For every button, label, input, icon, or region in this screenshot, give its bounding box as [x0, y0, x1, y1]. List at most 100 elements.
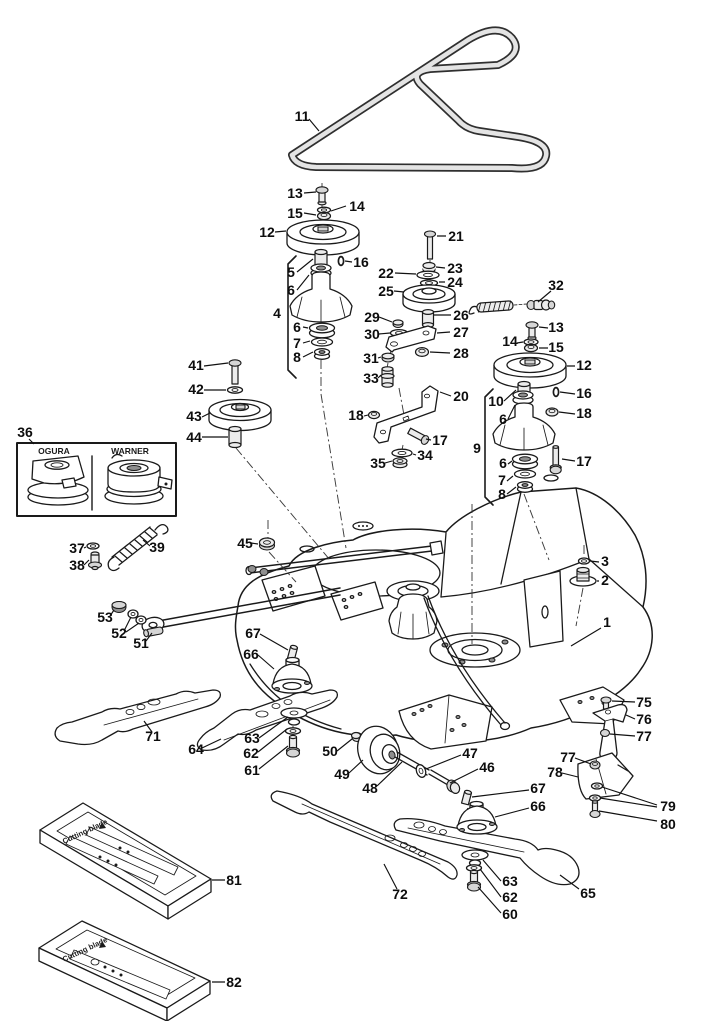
part-label-49: 49: [334, 766, 350, 782]
part-label-4: 4: [273, 305, 281, 321]
part-label-67: 67: [530, 780, 546, 796]
part-71-blade: [54, 689, 221, 746]
part-label-75: 75: [636, 694, 652, 710]
part-label-47: 47: [462, 745, 478, 761]
guard-plate-assembly: [577, 752, 634, 819]
left-blade-fasteners: [280, 707, 308, 758]
warner-brand-label: WARNER: [111, 446, 149, 456]
part-label-14: 14: [349, 198, 365, 214]
part-label-32: 32: [548, 277, 564, 293]
part-label-60: 60: [502, 906, 518, 922]
part-label-13: 13: [548, 319, 564, 335]
part-label-63: 63: [502, 873, 518, 889]
part-32-spring-cable: [468, 299, 556, 315]
part-label-6: 6: [293, 319, 301, 335]
part-label-67: 67: [245, 625, 261, 641]
right-blade-fasteners: [461, 849, 489, 892]
part-label-78: 78: [547, 764, 563, 780]
part-label-61: 61: [244, 762, 260, 778]
part-label-22: 22: [378, 265, 394, 281]
part-label-62: 62: [502, 889, 518, 905]
part-11-drive-belt: [288, 26, 551, 173]
part-label-16: 16: [576, 385, 592, 401]
part-label-27: 27: [453, 324, 469, 340]
part-label-35: 35: [370, 455, 386, 471]
part-label-50: 50: [322, 743, 338, 759]
callout-labels: 11 13 14 15 12 5 16 6 4 6 7 8 21 22 23 2…: [17, 108, 676, 990]
discharge-bracket-assembly: [592, 696, 628, 761]
ogura-clutch: [27, 455, 89, 506]
part-label-64: 64: [188, 741, 204, 757]
part-label-81: 81: [226, 872, 242, 888]
part-label-48: 48: [362, 780, 378, 796]
ogura-brand-label: OGURA: [38, 446, 70, 456]
callout-leader-lines: [28, 118, 658, 983]
part-label-23: 23: [447, 260, 463, 276]
part-65-blade: [393, 818, 580, 886]
part-label-26: 26: [453, 307, 469, 323]
part-label-13: 13: [287, 185, 303, 201]
part-label-20: 20: [453, 388, 469, 404]
part-label-21: 21: [448, 228, 464, 244]
part-label-29: 29: [364, 309, 380, 325]
part-label-12: 12: [259, 224, 275, 240]
part-label-65: 65: [580, 885, 596, 901]
blade-kit-box-82: Cutting blade: [38, 920, 211, 1021]
part-label-77: 77: [636, 728, 652, 744]
part-64-blade: [196, 689, 338, 752]
deck-grommet-assembly: [569, 557, 597, 587]
clutch-options-box: OGURA WARNER: [16, 442, 177, 517]
right-blade-holder-assembly: [456, 789, 498, 835]
blade-kit-box-81: Cutting blade: [39, 802, 212, 920]
part-label-63: 63: [244, 730, 260, 746]
tension-spring-assembly: [86, 523, 169, 572]
part-label-34: 34: [417, 447, 433, 463]
part-label-15: 15: [548, 339, 564, 355]
part-label-7: 7: [293, 335, 301, 351]
part-label-24: 24: [447, 274, 463, 290]
part-label-6: 6: [499, 411, 507, 427]
part-label-77: 77: [560, 749, 576, 765]
part-label-31: 31: [363, 350, 379, 366]
part-label-43: 43: [186, 408, 202, 424]
part-label-76: 76: [636, 711, 652, 727]
part-label-12: 12: [576, 357, 592, 373]
part-label-52: 52: [111, 625, 127, 641]
part-label-7: 7: [498, 472, 506, 488]
part-label-53: 53: [97, 609, 113, 625]
part-label-17: 17: [576, 453, 592, 469]
part-label-16: 16: [353, 254, 369, 270]
left-blade-holder-assembly: [271, 644, 313, 694]
part-label-82: 82: [226, 974, 242, 990]
center-idler-assembly: [380, 230, 456, 388]
part-label-15: 15: [287, 205, 303, 221]
arrow-icon: [99, 941, 106, 948]
part-label-2: 2: [601, 572, 609, 588]
part-label-39: 39: [149, 539, 165, 555]
part-label-51: 51: [133, 635, 149, 651]
part-label-36: 36: [17, 424, 33, 440]
left-idler-pulley-assembly: [208, 359, 272, 449]
part-label-71: 71: [145, 728, 161, 744]
part-label-10: 10: [488, 393, 504, 409]
part-label-17: 17: [432, 432, 448, 448]
part-label-6: 6: [287, 282, 295, 298]
part-label-38: 38: [69, 557, 85, 573]
part-label-6: 6: [499, 455, 507, 471]
part-label-62: 62: [243, 745, 259, 761]
part-label-46: 46: [479, 759, 495, 775]
part-label-1: 1: [603, 614, 611, 630]
left-spindle-assembly: [286, 186, 360, 379]
warner-clutch: [104, 453, 173, 505]
arrow-icon: [99, 822, 106, 829]
part-label-8: 8: [498, 486, 506, 502]
part-label-45: 45: [237, 535, 253, 551]
part-label-18: 18: [576, 405, 592, 421]
wheel-assembly: [350, 725, 461, 794]
part-label-28: 28: [453, 345, 469, 361]
part-1-cutting-deck: [141, 474, 653, 750]
part-label-66: 66: [243, 646, 259, 662]
part-label-79: 79: [660, 798, 676, 814]
rod-end-hardware: [111, 600, 164, 638]
